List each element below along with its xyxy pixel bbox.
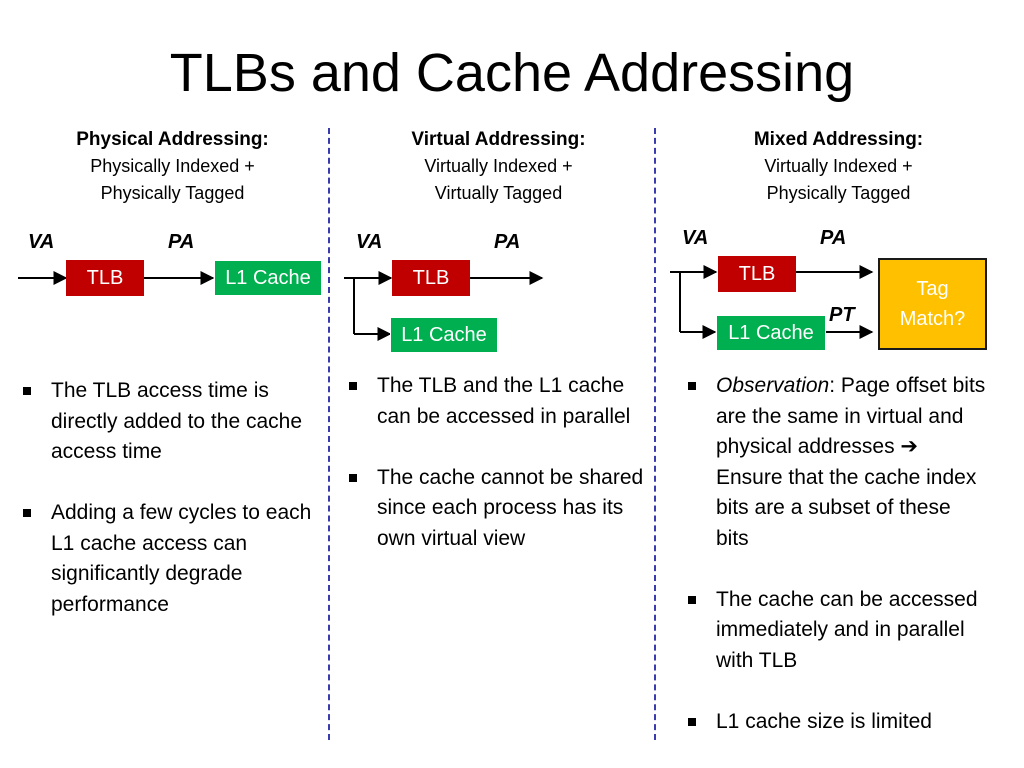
list-item: The TLB and the L1 cache can be accessed… [347,371,647,432]
l1-cache-box: L1 Cache [390,317,498,353]
pa-label: PA [494,231,521,253]
heading-title: Physical Addressing: [76,129,269,150]
pa-label: PA [168,231,195,253]
heading-line-2: Physically Tagged [100,183,245,203]
list-item: Observation: Page offset bits are the sa… [686,371,986,554]
virtual-addressing-heading: Virtual Addressing: Virtually Indexed + … [336,126,661,207]
heading-title: Virtual Addressing: [411,129,586,150]
column-divider-2 [654,128,656,740]
heading-line-2: Virtually Tagged [434,183,563,203]
physical-addressing-heading: Physical Addressing: Physically Indexed … [10,126,335,207]
l1-cache-box: L1 Cache [716,315,826,351]
list-item: The TLB access time is directly added to… [21,376,319,468]
va-label: VA [356,231,383,253]
va-label: VA [28,231,55,253]
pt-label: PT [829,304,855,326]
tlb-box: TLB [66,260,144,296]
tlb-box: TLB [392,260,470,296]
heading-line-2: Physically Tagged [766,183,911,203]
list-item: L1 cache size is limited [686,707,986,738]
tlb-box: TLB [718,256,796,292]
column-divider-1 [328,128,330,740]
tag-match-box: Tag Match? [878,258,987,350]
va-split-wire [344,277,355,334]
slide-title: TLBs and Cache Addressing [169,43,855,103]
observation-text: : Page offset bits are the same in virtu… [716,374,986,550]
mixed-addressing-bullets: Observation: Page offset bits are the sa… [686,371,986,768]
physical-addressing-bullets: The TLB access time is directly added to… [21,376,319,651]
l1-cache-box: L1 Cache [214,260,322,296]
heading-line-1: Physically Indexed + [90,156,255,176]
list-item: The cache cannot be shared since each pr… [347,463,647,555]
pa-label: PA [820,227,847,249]
tag-match-line-2: Match? [899,308,966,330]
virtual-addressing-bullets: The TLB and the L1 cache can be accessed… [347,371,647,585]
heading-line-1: Virtually Indexed + [424,156,573,176]
observation-emphasis: Observation [716,374,830,397]
list-item: Adding a few cycles to each L1 cache acc… [21,498,319,620]
mixed-addressing-heading: Mixed Addressing: Virtually Indexed + Ph… [676,126,1001,207]
list-item: The cache can be accessed immediately an… [686,585,986,677]
va-split-wire [670,271,681,332]
va-label: VA [682,227,709,249]
heading-title: Mixed Addressing: [753,129,924,150]
tag-match-line-1: Tag [916,278,949,300]
heading-line-1: Virtually Indexed + [764,156,913,176]
